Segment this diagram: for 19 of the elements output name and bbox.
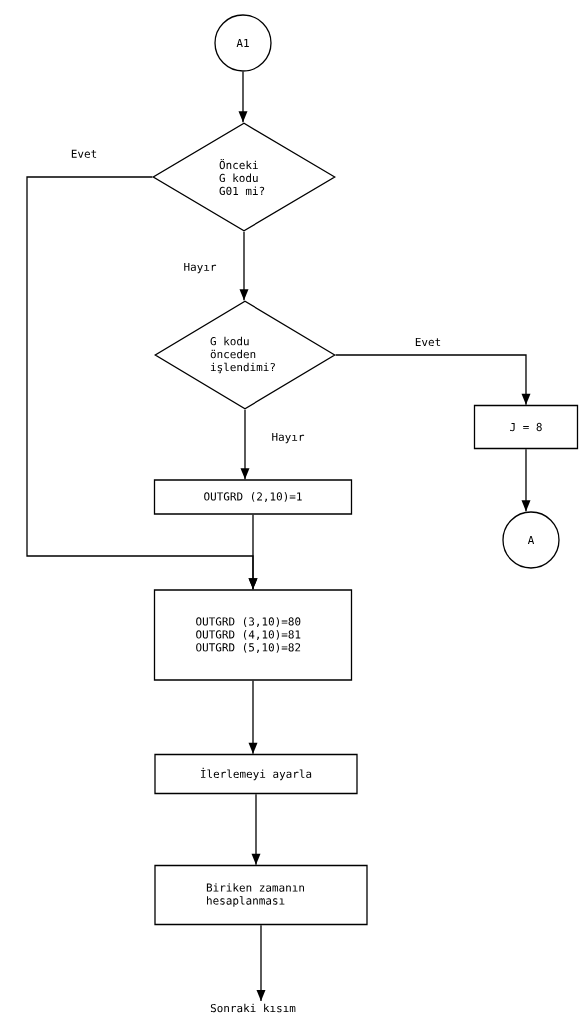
process-box: J = 8 [473,404,579,450]
process-box: OUTGRD (3,10)=80 OUTGRD (4,10)=81 OUTGRD (5,10)=82 [153,589,353,681]
arrow [335,354,531,406]
process-box: Biriken zamanın hesaplanması [154,864,368,926]
arrow [238,71,248,123]
arrow [521,448,531,512]
arrow [248,514,258,590]
process-box: OUTGRD (2,10)=1 [153,479,353,515]
end-text: Sonraki kısım [210,1003,296,1013]
arrow [256,924,266,1002]
arrow [240,409,250,480]
process-box: İlerlemeyi ayarla [154,753,358,795]
arrow [251,793,261,866]
arrow [239,231,249,301]
edge-label: Hayır [270,431,306,445]
edge-label: Hayır [182,261,218,275]
arrow [248,680,258,755]
edge-label: Evet [69,148,99,160]
edge-label: Evet [413,336,443,348]
